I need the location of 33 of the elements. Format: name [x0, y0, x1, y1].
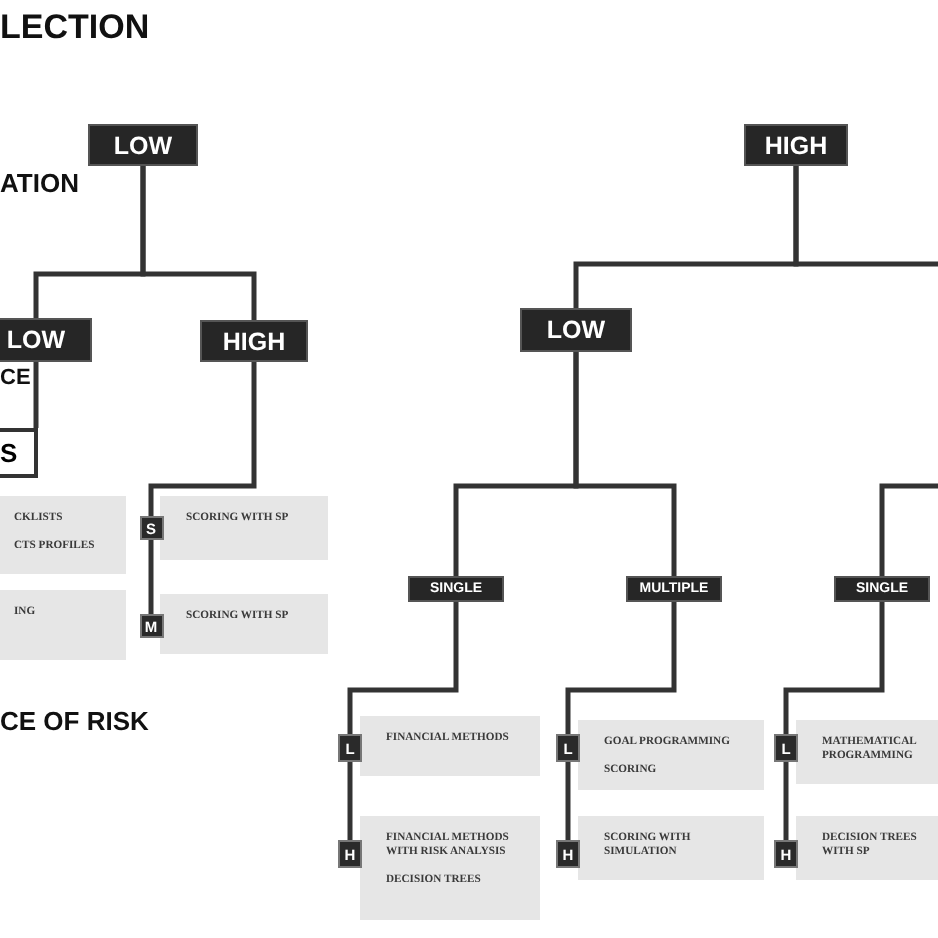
connector-line — [783, 762, 789, 840]
level-box: LOW — [520, 308, 632, 352]
connector-line — [565, 602, 677, 734]
method-card — [360, 716, 540, 776]
axis-label: CE OF RISK — [0, 706, 149, 736]
method-card — [0, 590, 126, 660]
method-card — [360, 816, 540, 920]
axis-label: ATION — [0, 168, 79, 198]
connector-line — [783, 602, 885, 734]
connector-line — [140, 166, 257, 320]
level-box: LOW — [0, 318, 92, 362]
method-card — [160, 496, 328, 560]
connector-line — [148, 540, 154, 614]
level-box: HIGH — [744, 124, 848, 166]
method-card — [578, 720, 764, 790]
title-text: LECTION — [0, 8, 150, 48]
axis-label: CE — [0, 366, 31, 390]
connector-line — [347, 762, 353, 840]
level-box: HIGH — [200, 320, 308, 362]
method-card — [578, 816, 764, 880]
level-box: LOW — [88, 124, 198, 166]
connector-line — [565, 762, 571, 840]
method-card — [796, 816, 938, 880]
method-card — [796, 720, 938, 784]
connector-line — [793, 166, 938, 267]
method-card — [160, 594, 328, 654]
outlined-box: S — [0, 428, 38, 478]
connector-line — [347, 602, 459, 734]
connector-line — [879, 483, 938, 576]
method-card — [0, 496, 126, 574]
connector-line — [33, 359, 39, 431]
connector-line — [148, 362, 257, 516]
connector-line — [573, 352, 677, 576]
